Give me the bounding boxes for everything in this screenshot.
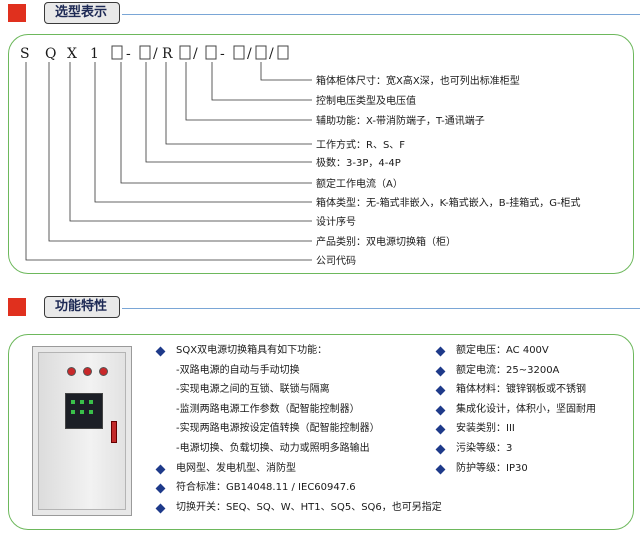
feature-item: 切换开关：SEQ、SQ、W、HT1、SQ5、SQ6，也可另指定 bbox=[176, 501, 442, 513]
section-marker-features bbox=[8, 298, 26, 316]
label-cabinet-size: 箱体柜体尺寸：宽X高X深，也可列出标准柜型 bbox=[316, 74, 520, 87]
code-box-aux bbox=[179, 45, 191, 60]
code-box-current bbox=[111, 45, 123, 60]
label-rated-current: 额定工作电流（A） bbox=[316, 177, 403, 190]
code-box-size-d bbox=[277, 45, 289, 60]
leader-line bbox=[94, 62, 312, 203]
feature-item: 符合标准：GB14048.11 / IEC60947.6 bbox=[176, 482, 356, 494]
code-letter-x: X bbox=[67, 46, 77, 62]
door-handle-icon bbox=[111, 421, 117, 443]
model-code-panel bbox=[8, 34, 634, 274]
feature-item: -电源切换、负载切换、动力或照明多路输出 bbox=[176, 443, 370, 454]
indicator-light-icon bbox=[67, 367, 76, 376]
label-list: 箱体柜体尺寸：宽X高X深，也可列出标准柜型 控制电压类型及电压值 辅助功能：X-… bbox=[316, 74, 581, 267]
feature-spec-item: 污染等级：3 bbox=[456, 443, 513, 454]
leader-line bbox=[48, 62, 312, 242]
section-title-model: 选型表示 bbox=[44, 2, 120, 24]
code-box-poles bbox=[139, 45, 151, 60]
leader-lines bbox=[25, 62, 312, 261]
code-slash-2: / bbox=[193, 46, 198, 62]
feature-item: -实现两路电源按设定值转换（配智能控制器） bbox=[176, 423, 380, 435]
leader-line bbox=[211, 62, 312, 101]
section-rule-features bbox=[122, 308, 640, 309]
label-design-no: 设计序号 bbox=[316, 215, 356, 228]
code-letter-r: R bbox=[162, 46, 173, 62]
label-poles: 极数：3-3P，4-4P bbox=[316, 156, 401, 169]
feature-item: 电网型、发电机型、消防型 bbox=[176, 462, 296, 474]
leader-line bbox=[165, 62, 312, 145]
label-aux-function: 辅助功能：X-带消防端子，T-通讯端子 bbox=[316, 114, 485, 127]
leader-line bbox=[185, 62, 312, 121]
feature-item: -实现电源之间的互锁、联锁与隔离 bbox=[176, 384, 330, 396]
feature-item: -监测两路电源工作参数（配智能控制器） bbox=[176, 403, 360, 415]
section-marker-model bbox=[8, 4, 26, 22]
label-work-mode: 工作方式：R、S、F bbox=[316, 138, 405, 151]
feature-spec-item: 集成化设计，体积小，坚固耐用 bbox=[456, 403, 596, 415]
code-box-size-w bbox=[233, 45, 245, 60]
leader-line bbox=[120, 62, 312, 184]
code-letter-q: Q bbox=[45, 46, 56, 62]
label-product-category: 产品类别：双电源切换箱（柜） bbox=[316, 235, 456, 248]
feature-spec-item: 箱体材料：镀锌钢板或不锈钢 bbox=[456, 384, 586, 396]
label-company-code: 公司代码 bbox=[316, 255, 356, 267]
code-slash-3: / bbox=[247, 46, 252, 62]
indicator-light-icon bbox=[99, 367, 108, 376]
leader-line bbox=[145, 62, 312, 163]
code-dash-1: - bbox=[126, 46, 131, 62]
code-box-size-h bbox=[255, 45, 267, 60]
cabinet-door bbox=[38, 352, 126, 510]
code-slash-1: / bbox=[153, 46, 158, 62]
code-dash-2: - bbox=[220, 46, 225, 62]
feature-spec-item: 额定电流：25~3200A bbox=[456, 364, 560, 376]
feature-spec-item: 防护等级：IP30 bbox=[456, 462, 528, 474]
code-slash-4: / bbox=[269, 46, 274, 62]
label-cabinet-type: 箱体类型：无-箱式非嵌入，K-箱式嵌入，B-挂箱式，G-柜式 bbox=[316, 196, 581, 209]
feature-spec-item: 额定电压：AC 400V bbox=[456, 345, 549, 356]
controller-panel-icon bbox=[65, 393, 103, 429]
feature-spec-item: 安装类别：III bbox=[456, 423, 515, 435]
leader-line bbox=[260, 62, 312, 81]
feature-item: SQX双电源切换箱具有如下功能： bbox=[176, 345, 328, 356]
cabinet-image bbox=[32, 346, 132, 516]
model-code-row: S Q X 1 - / R / - / / bbox=[20, 45, 289, 62]
indicator-light-icon bbox=[83, 367, 92, 376]
feature-item: -双路电源的自动与手动切换 bbox=[176, 364, 300, 376]
code-box-voltage bbox=[205, 45, 217, 60]
code-letter-s: S bbox=[20, 46, 30, 62]
leader-line bbox=[25, 62, 312, 261]
section-rule-model bbox=[122, 14, 640, 15]
section-title-features: 功能特性 bbox=[44, 296, 120, 318]
leader-line bbox=[69, 62, 312, 222]
label-control-voltage: 控制电压类型及电压值 bbox=[316, 94, 416, 107]
code-digit-1: 1 bbox=[90, 46, 99, 62]
